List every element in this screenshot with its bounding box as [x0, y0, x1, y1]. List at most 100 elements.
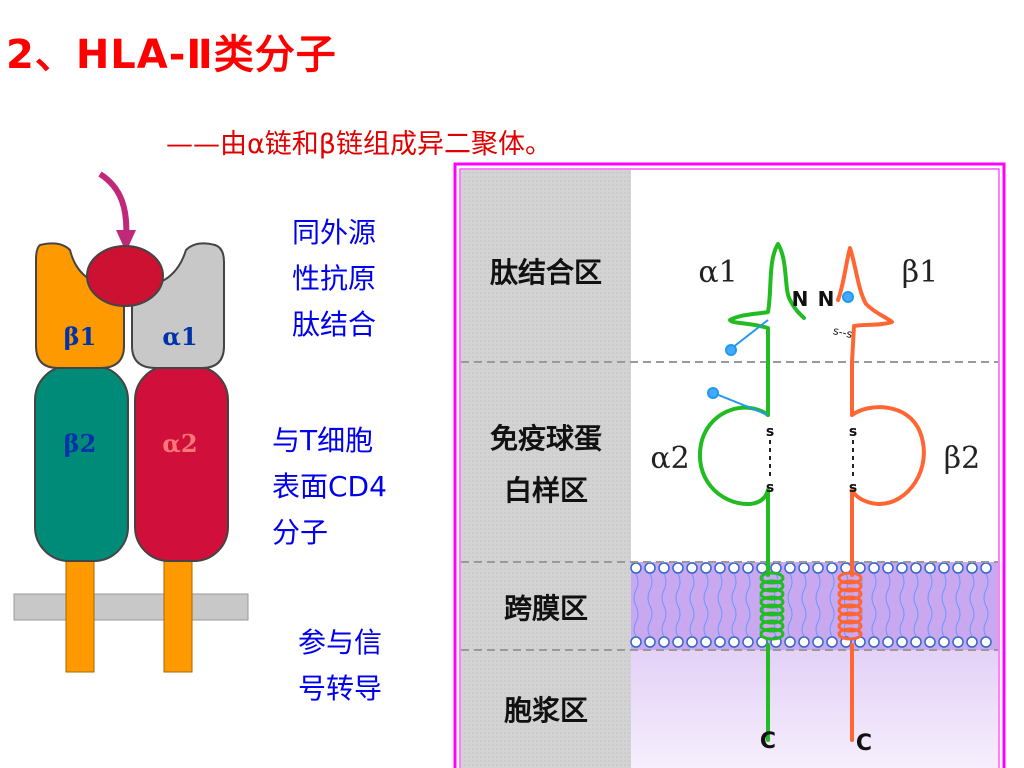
binding-arrowhead — [116, 230, 136, 252]
note-line: 性抗原 — [292, 262, 377, 295]
hla-ii-structure-diagram: 肽结合区 免疫球蛋 白样区 跨膜区 胞浆区 s s s s s--s N N C… — [453, 162, 1006, 768]
helix-turn — [837, 619, 863, 633]
cell-membrane-bar — [13, 593, 249, 621]
beta-transmembrane-helix — [837, 571, 863, 641]
lipid-tail — [885, 573, 891, 637]
lipid-head — [882, 562, 894, 574]
beta2-label: β2 — [64, 429, 97, 458]
helix-turn — [759, 587, 785, 601]
helix-turn — [837, 571, 863, 585]
beta1-disulfide-label: s--s — [832, 324, 854, 341]
lipid-head — [868, 636, 880, 648]
lipid-head — [980, 636, 992, 648]
helix-turn — [759, 611, 785, 625]
region-peptide-binding: 肽结合区 — [490, 256, 602, 289]
lipid-tail — [633, 573, 639, 637]
alpha-c-terminus: C — [760, 729, 776, 754]
lipid-head — [630, 636, 642, 648]
note-line: 参与信 — [298, 626, 383, 659]
lipid-head — [700, 562, 712, 574]
helix-turn — [837, 603, 863, 617]
lipid-head — [924, 562, 936, 574]
region-label-panel — [461, 170, 631, 768]
lipid-head — [812, 562, 824, 574]
beta-chain-tail — [65, 554, 95, 673]
glycosylation-sites — [707, 291, 854, 416]
note-line: 号转导 — [298, 672, 383, 705]
lipid-head — [742, 562, 754, 574]
lipid-head — [728, 636, 740, 648]
helix-turn — [837, 595, 863, 609]
lipid-tail — [913, 573, 919, 637]
lipid-tail — [829, 573, 835, 637]
lipid-head — [770, 562, 782, 574]
lipid-head — [644, 562, 656, 574]
region-ig-like-line2: 白样区 — [504, 474, 588, 507]
lipid-tail — [983, 573, 989, 637]
note-cd4-binding: 与T细胞 表面CD4 分子 — [272, 418, 387, 556]
lipid-tail — [955, 573, 961, 637]
lipid-tail — [941, 573, 947, 637]
note-line: 肽结合 — [292, 308, 377, 341]
sugar-dot — [725, 344, 737, 356]
note-line: 分子 — [272, 516, 329, 549]
lipid-tail — [703, 573, 709, 637]
lipid-head — [868, 562, 880, 574]
alpha1-label: α1 — [162, 322, 197, 351]
lipid-tail — [647, 573, 653, 637]
lipid-head — [896, 636, 908, 648]
alpha-chain — [698, 242, 806, 742]
region-ig-like-line1: 免疫球蛋 — [490, 422, 602, 455]
helix-turn — [759, 595, 785, 609]
lipid-tail — [899, 573, 905, 637]
beta2-s-top: s — [849, 424, 857, 440]
lipid-head — [714, 636, 726, 648]
lipid-tail — [745, 573, 751, 637]
lipid-head — [798, 636, 810, 648]
alpha2-domain — [134, 365, 229, 562]
lipid-head — [742, 636, 754, 648]
helix-turn — [759, 603, 785, 617]
beta1-label: β1 — [64, 322, 97, 351]
cytoplasm-area — [631, 650, 998, 768]
lipid-tail — [871, 573, 877, 637]
lipid-head — [630, 562, 642, 574]
lipid-head — [658, 562, 670, 574]
alpha2-s-top: s — [766, 424, 774, 440]
beta1-domain-label: β1 — [902, 255, 938, 290]
lipid-tail — [787, 573, 793, 637]
alpha2-s-bottom: s — [766, 480, 774, 496]
lipid-head — [756, 562, 768, 574]
lipid-head — [686, 562, 698, 574]
lipid-head — [952, 636, 964, 648]
beta-chain — [836, 246, 926, 742]
lipid-head — [826, 636, 838, 648]
lipid-tail — [731, 573, 737, 637]
lipid-tail — [689, 573, 695, 637]
lipid-tail — [675, 573, 681, 637]
lipid-head — [924, 636, 936, 648]
lipid-tail — [661, 573, 667, 637]
sugar-dot — [707, 387, 719, 399]
beta2-s-bottom: s — [849, 480, 857, 496]
helix-turn — [837, 627, 863, 641]
lipid-head — [714, 562, 726, 574]
lipid-head — [966, 562, 978, 574]
lipid-tail — [801, 573, 807, 637]
lipid-head — [938, 562, 950, 574]
lipid-head — [812, 636, 824, 648]
note-peptide-binding: 同外源 性抗原 肽结合 — [292, 210, 376, 348]
lipid-head — [686, 636, 698, 648]
helix-turn — [759, 627, 785, 641]
alpha-chain-tail — [163, 554, 193, 673]
lipid-head — [672, 562, 684, 574]
lipid-bilayer — [630, 562, 992, 648]
alpha-n-terminus: N — [792, 287, 809, 311]
beta-n-terminus: N — [818, 287, 835, 311]
beta-c-terminus: C — [856, 731, 872, 756]
slide-title: 2、HLA-Ⅱ类分子 — [6, 32, 337, 78]
lipid-tail — [717, 573, 723, 637]
lipid-head — [644, 636, 656, 648]
note-line: 与T细胞 — [272, 424, 374, 457]
lipid-head — [980, 562, 992, 574]
